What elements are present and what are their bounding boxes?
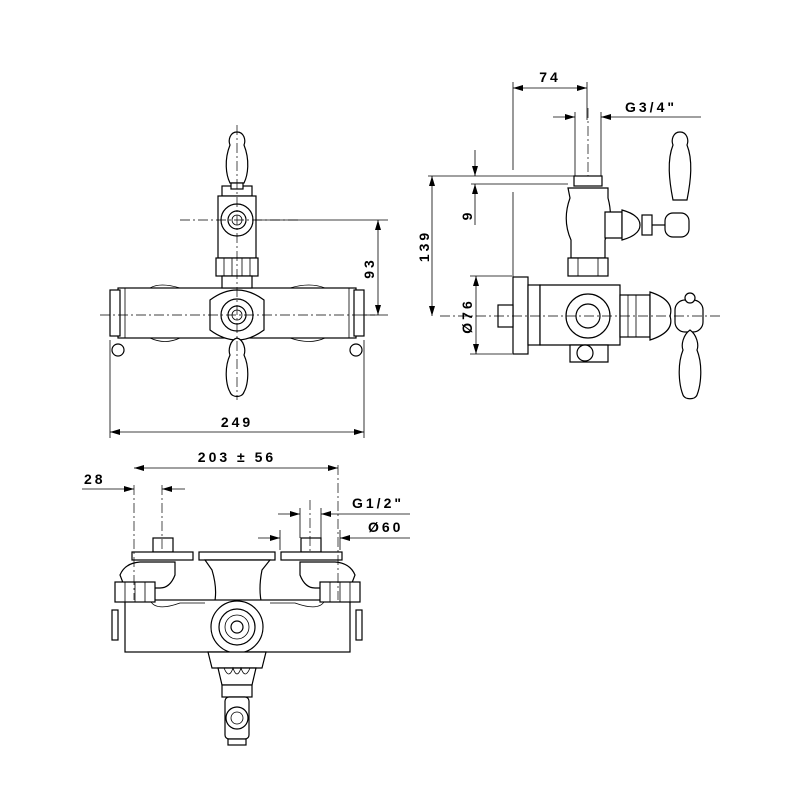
dim-bottom-centers: 203 ± 56 xyxy=(198,449,276,465)
side-lower-lever-icon xyxy=(678,329,702,400)
dim-bottom-inlet-thread: G1/2" xyxy=(352,495,404,511)
dim-side-height: 139 xyxy=(416,230,432,262)
side-upper-lever-icon xyxy=(668,131,692,201)
front-view: 93 249 xyxy=(100,125,388,438)
side-view: 74 G3/4" 9 139 Ø76 xyxy=(416,69,720,400)
dim-bottom-flange: Ø60 xyxy=(368,519,403,535)
dim-side-outlet-thread: G3/4" xyxy=(625,99,677,115)
bottom-view: 203 ± 56 28 G1/2" Ø60 xyxy=(82,449,410,746)
dim-front-width: 249 xyxy=(221,414,253,430)
dim-side-depth: 74 xyxy=(539,69,561,85)
dim-side-flange: Ø76 xyxy=(459,298,475,333)
dim-side-outlet-offset: 9 xyxy=(459,210,475,221)
dim-bottom-offset: 28 xyxy=(84,471,106,487)
dim-front-height: 93 xyxy=(361,257,377,279)
